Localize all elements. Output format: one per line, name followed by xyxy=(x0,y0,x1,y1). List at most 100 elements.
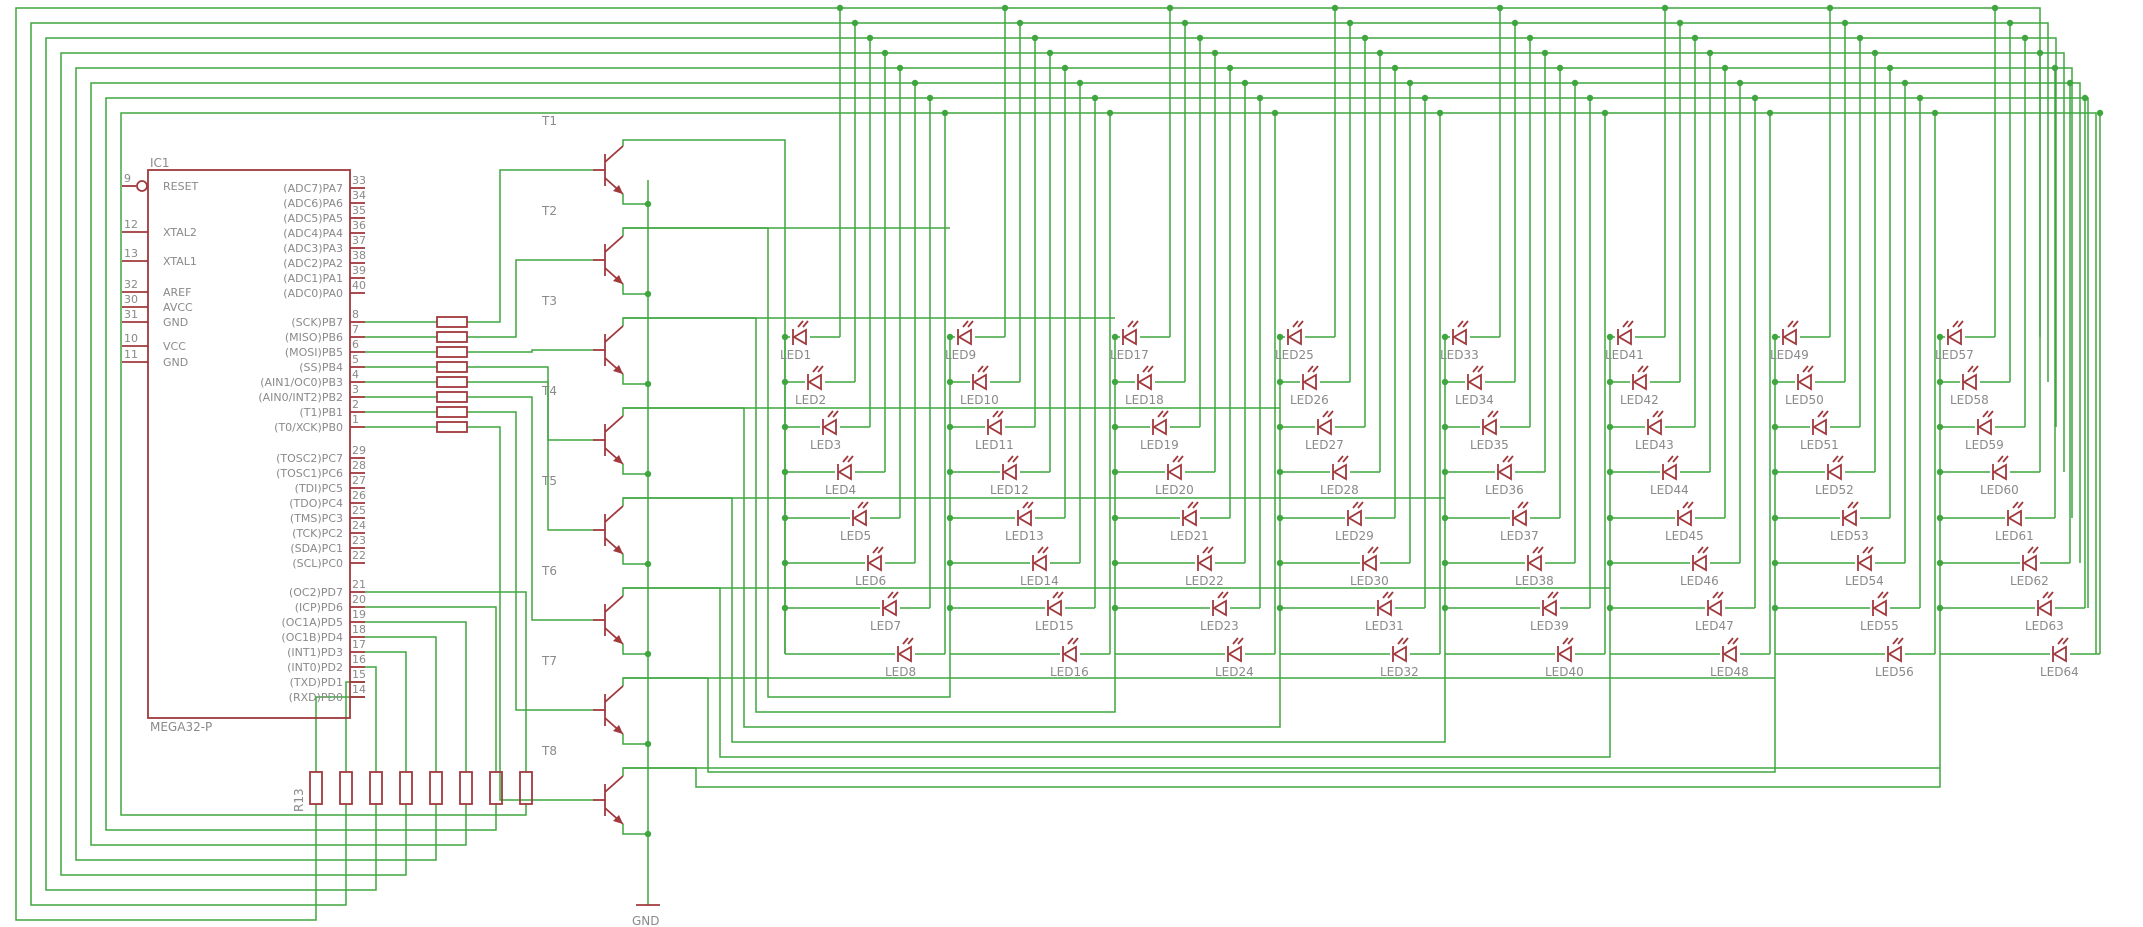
led-symbol xyxy=(1332,463,1347,481)
led-emit-arrow xyxy=(842,455,849,463)
ic-right-pin-label: (MOSI)PB5 xyxy=(285,346,343,359)
led-symbol xyxy=(1062,645,1077,663)
led-emit-arrow xyxy=(1642,365,1649,373)
led-label: LED50 xyxy=(1785,393,1824,407)
ic-right-pin-label: (INT1)PD3 xyxy=(287,646,343,659)
junction-dot xyxy=(946,378,954,386)
ic-right-pin-number: 25 xyxy=(352,504,366,517)
junction-dot xyxy=(1276,468,1284,476)
led-emit-arrow xyxy=(1172,455,1179,463)
collector-route xyxy=(623,337,1281,728)
base-wire xyxy=(467,426,593,801)
ic-right-pin-label: (TXD)PD1 xyxy=(290,676,343,689)
led-symbol xyxy=(867,554,882,572)
row-bus xyxy=(90,82,2081,846)
ic-right-pin-label: (ADC4)PA4 xyxy=(283,227,343,240)
led-emit-arrow xyxy=(2027,546,2034,554)
led-label: LED63 xyxy=(2025,619,2064,633)
led-symbol xyxy=(852,509,867,527)
ic-right-pin-label: (OC1A)PD5 xyxy=(281,616,343,629)
led-emit-arrow xyxy=(1357,501,1364,509)
led-label: LED20 xyxy=(1155,483,1194,497)
transistor-collector xyxy=(604,415,624,433)
led-label: LED60 xyxy=(1980,483,2019,497)
led-label: LED43 xyxy=(1635,438,1674,452)
junction-dot xyxy=(1936,604,1944,612)
led-label: LED55 xyxy=(1860,619,1899,633)
led-emit-arrow xyxy=(1057,591,1064,599)
led-emit-arrow xyxy=(1672,455,1679,463)
junction-dot xyxy=(1606,423,1614,431)
led-label: LED56 xyxy=(1875,665,1914,679)
emitter-wire xyxy=(622,284,648,295)
transistor-arrow xyxy=(613,725,623,734)
led-emit-arrow xyxy=(1972,365,1979,373)
ic-right-pin-label: (ADC0)PA0 xyxy=(283,287,343,300)
led-symbol xyxy=(1122,328,1137,346)
led-emit-arrow xyxy=(1037,546,1044,554)
led-label: LED17 xyxy=(1110,348,1149,362)
led-emit-arrow xyxy=(1537,546,1544,554)
led-emit-arrow xyxy=(1717,591,1724,599)
ic-right-pin-number: 35 xyxy=(352,204,366,217)
resistor-label: R13 xyxy=(292,788,306,812)
ic-right-pin-label: (TOSC1)PC6 xyxy=(276,467,343,480)
led-emit-arrow xyxy=(1327,410,1334,418)
led-emit-arrow xyxy=(1552,591,1559,599)
ic-right-pin-label: (ADC7)PA7 xyxy=(283,182,343,195)
led-emit-arrow xyxy=(1352,501,1359,509)
ic-right-pin-number: 18 xyxy=(352,623,366,636)
led-emit-arrow xyxy=(1462,320,1469,328)
junction-dot xyxy=(1606,604,1614,612)
led-label: LED41 xyxy=(1605,348,1644,362)
led-symbol xyxy=(1137,373,1152,391)
junction-dot xyxy=(1856,34,1864,42)
led-symbol xyxy=(2022,554,2037,572)
led-emit-arrow xyxy=(1952,320,1959,328)
collector-route xyxy=(623,337,1776,773)
junction-dot xyxy=(1766,109,1774,117)
led-symbol xyxy=(1842,509,1857,527)
ic-right-pin-label: (TCK)PC2 xyxy=(292,527,343,540)
led-emit-arrow xyxy=(1702,546,1709,554)
led-label: LED22 xyxy=(1185,574,1224,588)
led-label: LED32 xyxy=(1380,665,1419,679)
junction-dot xyxy=(1771,604,1779,612)
led-emit-arrow xyxy=(872,546,879,554)
led-emit-arrow xyxy=(1732,637,1739,645)
ic-right-pin-label: (OC2)PD7 xyxy=(289,586,343,599)
ic-left-pin-number: 30 xyxy=(124,293,138,306)
ic-right-pin-label: (ADC3)PA3 xyxy=(283,242,343,255)
led-emit-arrow xyxy=(992,410,999,418)
led-emit-arrow xyxy=(1312,365,1319,373)
row-resistor xyxy=(459,771,473,805)
led-emit-arrow xyxy=(1792,320,1799,328)
junction-dot xyxy=(1391,64,1399,72)
junction-dot xyxy=(1111,333,1119,341)
ic-right-pin-number: 29 xyxy=(352,444,366,457)
transistor-label: T2 xyxy=(541,204,557,218)
led-symbol xyxy=(1827,463,1842,481)
led-emit-arrow xyxy=(1322,410,1329,418)
led-symbol xyxy=(1527,554,1542,572)
transistor-label: T5 xyxy=(541,474,557,488)
ic-right-pin-number: 14 xyxy=(352,683,366,696)
collector-route xyxy=(623,227,951,698)
led-emit-arrow xyxy=(1457,320,1464,328)
led-label: LED18 xyxy=(1125,393,1164,407)
junction-dot xyxy=(896,64,904,72)
collector-wire xyxy=(622,317,1115,326)
led-symbol xyxy=(957,328,972,346)
junction-dot xyxy=(1826,4,1834,12)
collector-route xyxy=(623,317,1116,713)
led-symbol xyxy=(1647,418,1662,436)
emitter-wire xyxy=(622,554,648,565)
led-emit-arrow xyxy=(817,365,824,373)
ic-left-pin-label: AREF xyxy=(163,286,191,299)
ic-right-pin-label: (OC1B)PD4 xyxy=(281,631,343,644)
ic-right-pin-label: (MISO)PB6 xyxy=(285,331,343,344)
led-symbol xyxy=(1812,418,1827,436)
ic-right-pin-number: 23 xyxy=(352,534,366,547)
junction-dot xyxy=(1606,378,1614,386)
junction-dot xyxy=(1441,468,1449,476)
